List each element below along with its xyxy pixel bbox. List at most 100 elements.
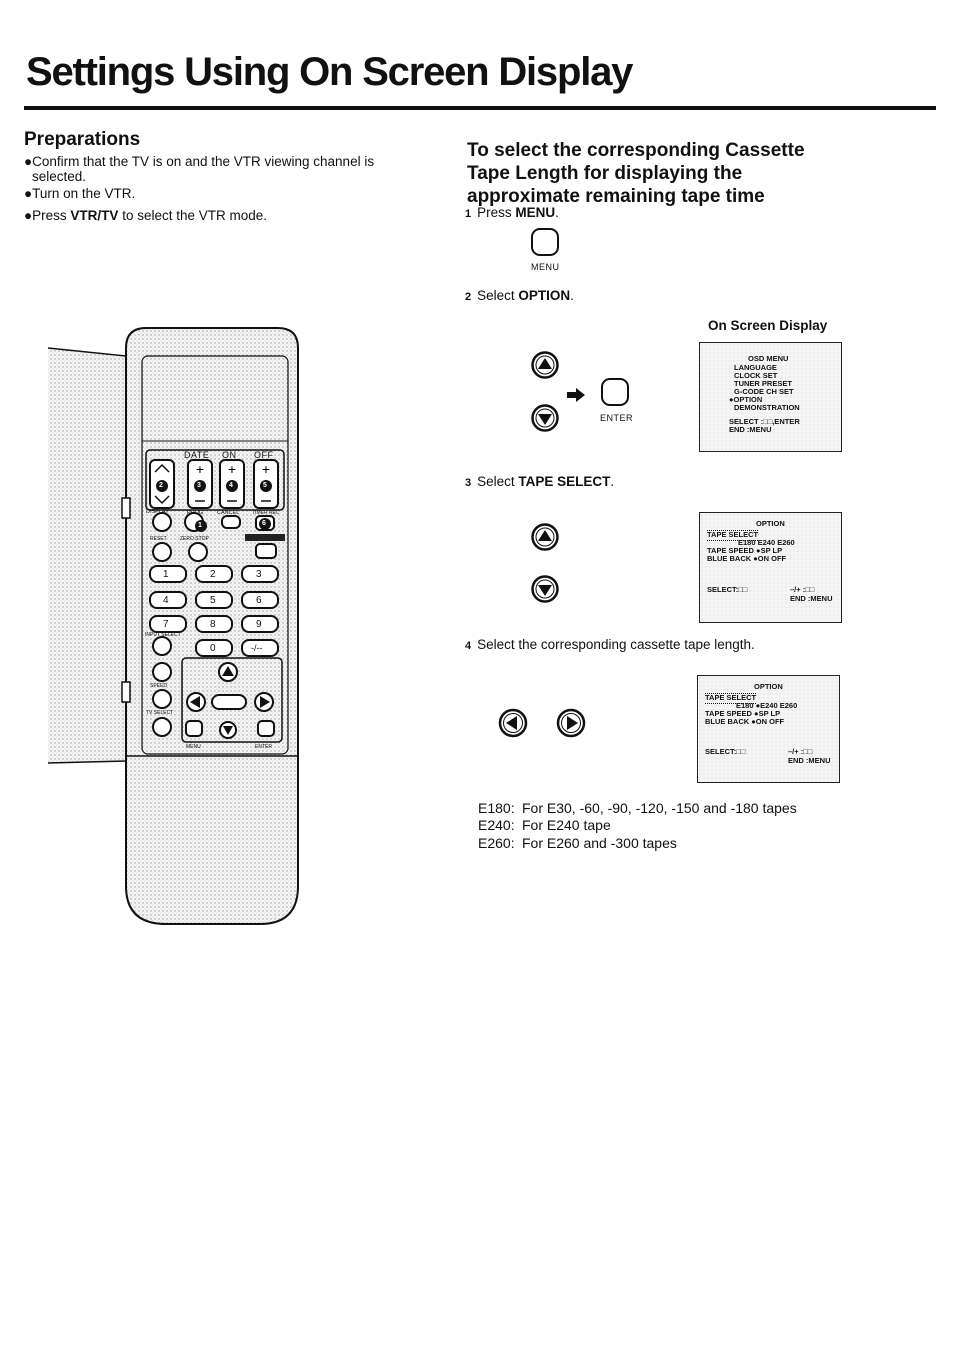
remote-on-label: ON bbox=[222, 450, 237, 460]
key-7: 7 bbox=[163, 619, 169, 630]
osd1-title: OSD MENU bbox=[748, 354, 789, 363]
up-arrow-icon bbox=[530, 522, 560, 552]
badge-1: 1 bbox=[198, 522, 202, 529]
right-arrow-icon bbox=[555, 707, 587, 739]
menu-button-icon bbox=[531, 228, 559, 256]
remote-zero-stop-label: ZERO STOP bbox=[180, 536, 209, 542]
remote-enter-label: ENTER bbox=[255, 744, 272, 750]
enter-button-icon bbox=[601, 378, 629, 406]
remote-menu-label: MENU bbox=[186, 744, 201, 750]
key-6: 6 bbox=[256, 595, 262, 606]
osd2-footer-end: END :MENU bbox=[790, 594, 833, 603]
badge-4: 4 bbox=[229, 482, 233, 489]
osd1-item-language: LANGUAGE bbox=[734, 363, 777, 372]
tape-item-e260: E260:For E260 and -300 tapes bbox=[478, 835, 677, 851]
left-arrow-icon bbox=[497, 707, 529, 739]
osd3-tape-select-values: E180 ●E240 E260 bbox=[736, 701, 798, 710]
remote-input-select-label: INPUT SELECT bbox=[145, 632, 181, 638]
remote-timer-rec-label: TIMER REC bbox=[252, 510, 280, 516]
remote-prog-label: PROG bbox=[187, 510, 204, 516]
osd2-tape-select-values: E180 E240 E260 bbox=[738, 538, 795, 547]
key-0: 0 bbox=[210, 643, 216, 654]
osd3-title: OPTION bbox=[754, 682, 783, 691]
osd2-title: OPTION bbox=[756, 519, 785, 528]
step-1-number: 1 bbox=[465, 208, 472, 220]
remote-date-label: DATE bbox=[184, 450, 210, 460]
prep-line-4: ●Press VTR/TV to select the VTR mode. bbox=[24, 207, 267, 224]
badge-2: 2 bbox=[159, 482, 163, 489]
preparations-heading: Preparations bbox=[24, 129, 141, 150]
right-arrow-icon bbox=[567, 388, 585, 402]
osd3-footer-end: END :MENU bbox=[788, 756, 831, 765]
key-dash: -/-- bbox=[251, 643, 263, 653]
title-rule bbox=[24, 106, 936, 110]
step-1-text: Press bbox=[477, 205, 516, 220]
key-2: 2 bbox=[210, 569, 216, 580]
osd3-tape-select-label: TAPE SELECT bbox=[705, 693, 757, 704]
step-2-text: Select bbox=[477, 288, 519, 303]
osd3-blue-back: BLUE BACK ●ON OFF bbox=[705, 717, 785, 726]
remote-off-label: OFF bbox=[254, 450, 274, 460]
remote-reset-label: RESET bbox=[150, 536, 167, 542]
remote-tv-select-label: TV SELECT bbox=[146, 710, 174, 716]
prep-line-4-prefix: ●Press bbox=[24, 208, 71, 223]
osd3-footer-select: SELECT:□□ bbox=[705, 747, 746, 756]
key-4: 4 bbox=[163, 595, 169, 606]
down-arrow-icon bbox=[530, 574, 560, 604]
step-4-text: Select the corresponding cassette tape l… bbox=[477, 637, 755, 652]
osd-option-screen-1: OPTION TAPE SELECT E180 E240 E260 TAPE S… bbox=[699, 512, 842, 623]
osd2-tape-speed: TAPE SPEED ●SP LP bbox=[707, 546, 783, 555]
step-3-text: Select bbox=[477, 474, 519, 489]
remote-control-drawing: + + + bbox=[47, 327, 299, 925]
step-1-key: MENU bbox=[515, 205, 556, 220]
badge-3: 3 bbox=[197, 482, 201, 489]
tape-desc: For E240 tape bbox=[522, 817, 611, 833]
step-4: 4 Select the corresponding cassette tape … bbox=[465, 637, 755, 652]
svg-text:+: + bbox=[262, 461, 270, 477]
osd-menu-screen: OSD MENU LANGUAGE CLOCK SET TUNER PRESET… bbox=[699, 342, 842, 452]
osd2-tape-select-label: TAPE SELECT bbox=[707, 530, 759, 541]
osd2-blue-back: BLUE BACK ●ON OFF bbox=[707, 554, 787, 563]
tape-item-e240: E240: For E240 tape bbox=[478, 817, 611, 833]
step-4-number: 4 bbox=[465, 640, 472, 652]
remote-control-illustration: + + + bbox=[46, 326, 302, 930]
osd3-tape-speed: TAPE SPEED ●SP LP bbox=[705, 709, 781, 718]
osd-caption: On Screen Display bbox=[708, 318, 828, 333]
section-heading-line-2: Tape Length for displaying the bbox=[467, 163, 743, 184]
osd1-footer-select: SELECT :□□,ENTER bbox=[729, 417, 800, 426]
key-1: 1 bbox=[163, 569, 169, 580]
tape-key: E180: bbox=[478, 800, 515, 816]
step-3-key: TAPE SELECT bbox=[518, 474, 611, 489]
osd1-footer-end: END :MENU bbox=[729, 425, 772, 434]
step-3: 3 Select TAPE SELECT. bbox=[465, 474, 614, 489]
osd2-footer-select: SELECT:□□ bbox=[707, 585, 748, 594]
step-3-number: 3 bbox=[465, 477, 472, 489]
remote-cancel-label: CANCEL bbox=[217, 510, 240, 516]
menu-button-label: MENU bbox=[531, 262, 560, 272]
svg-text:+: + bbox=[228, 461, 236, 477]
vtr-tv-key: VTR/TV bbox=[70, 208, 119, 223]
key-8: 8 bbox=[210, 619, 216, 630]
prep-line-2: selected. bbox=[32, 169, 87, 184]
section-heading-line-3: approximate remaining tape time bbox=[467, 186, 765, 207]
step-3-end: . bbox=[610, 474, 615, 489]
osd-option-screen-2: OPTION TAPE SELECT E180 ●E240 E260 TAPE … bbox=[697, 675, 840, 783]
osd1-item-clock-set: CLOCK SET bbox=[734, 371, 778, 380]
osd1-item-demonstration: DEMONSTRATION bbox=[734, 403, 800, 412]
enter-button-label: ENTER bbox=[600, 413, 634, 423]
prep-line-3: ●Turn on the VTR. bbox=[24, 186, 136, 201]
key-3: 3 bbox=[256, 569, 262, 580]
prep-line-4-suffix: to select the VTR mode. bbox=[118, 208, 268, 223]
step-2-number: 2 bbox=[465, 291, 472, 303]
up-arrow-icon bbox=[530, 350, 560, 380]
tape-key: E240: bbox=[478, 817, 515, 833]
step-2-end: . bbox=[570, 288, 574, 303]
osd1-item-option: ●OPTION bbox=[729, 395, 763, 404]
tape-key: E260: bbox=[478, 835, 515, 851]
section-heading-line-1: To select the corresponding Cassette bbox=[467, 140, 805, 161]
tape-item-e180: E180: For E30, -60, -90, -120, -150 and -… bbox=[478, 800, 797, 816]
key-9: 9 bbox=[256, 619, 262, 630]
tape-desc: For E30, -60, -90, -120, -150 and -180 t… bbox=[522, 800, 797, 816]
badge-5: 5 bbox=[263, 482, 267, 489]
